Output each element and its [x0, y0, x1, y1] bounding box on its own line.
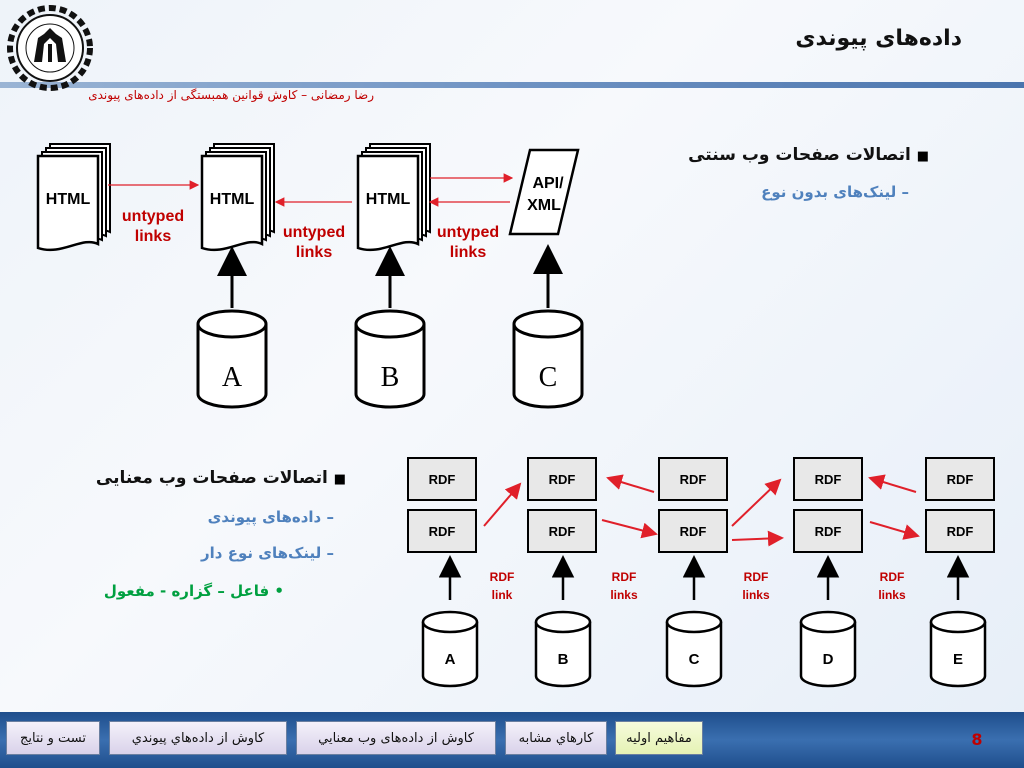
untyped-label: untyped [437, 224, 499, 241]
rdf-link-label: RDF [612, 570, 637, 584]
db-label: C [689, 651, 700, 668]
bullet-text: اتصالات صفحات وب سنتی [688, 145, 911, 165]
bullet-square-icon: ■ [333, 472, 346, 487]
rdf-node: RDF [793, 509, 863, 553]
rdf-node: RDF [527, 509, 597, 553]
rdf-label: RDF [429, 472, 456, 487]
bullet-square-icon: ■ [916, 149, 929, 164]
rdf-node: RDF [407, 457, 477, 501]
links-label: links [450, 244, 487, 261]
database-a-icon: A [196, 309, 268, 409]
database-c-icon: C [665, 610, 723, 688]
rdf-link-label: link [492, 588, 513, 602]
dash-icon: – [326, 544, 335, 562]
rdf-label: RDF [947, 524, 974, 539]
rdf-link-arrow [731, 478, 782, 527]
database-a-icon: A [421, 610, 479, 688]
rdf-label: RDF [815, 524, 842, 539]
dash-icon: – [326, 508, 335, 526]
rdf-link-label: links [878, 588, 906, 602]
rdf-link-label: links [742, 588, 770, 602]
rdf-link-label: RDF [744, 570, 769, 584]
tab-linked-data-mining[interactable]: کاوش از داده‌هاي پيوندي [109, 721, 287, 755]
tab-test-results[interactable]: تست و نتایج [6, 721, 100, 755]
untyped-label: untyped [283, 224, 345, 241]
database-b-icon: B [534, 610, 592, 688]
dash-icon: – [901, 183, 910, 201]
rdf-label: RDF [947, 472, 974, 487]
rdf-node: RDF [407, 509, 477, 553]
rdf-node: RDF [793, 457, 863, 501]
rdf-label: RDF [680, 524, 707, 539]
university-logo-icon [7, 5, 93, 91]
sub-bullet-text: فاعل – گزاره - مفعول [103, 582, 270, 600]
html-document-1: HTML [36, 142, 112, 252]
untyped-label: untyped [122, 208, 184, 225]
rdf-link-arrow [601, 519, 658, 539]
bullet-traditional-web: ■ اتصالات صفحات وب سنتی [688, 145, 929, 165]
api-label: API/ [532, 175, 564, 192]
db-label: A [445, 651, 456, 668]
sub-bullet-untyped-links: – لینک‌های بدون نوع [761, 183, 909, 201]
bullet-text: اتصالات صفحات وب معنایی [95, 468, 328, 488]
tab-basic-concepts[interactable]: مفاهیم اولیه [615, 721, 703, 755]
rdf-label: RDF [680, 472, 707, 487]
html-document-3: HTML [356, 142, 432, 252]
rdf-node: RDF [925, 457, 995, 501]
html-document-2: HTML [200, 142, 276, 252]
html-label: HTML [210, 191, 255, 208]
rdf-label: RDF [815, 472, 842, 487]
tab-semantic-web-mining[interactable]: کاوش از داده‌های وب معنايي [296, 721, 496, 755]
traditional-web-diagram: HTML HTML HTML API/ XML untyped links un… [36, 142, 584, 409]
rdf-link-arrow [606, 474, 655, 493]
rdf-node: RDF [658, 457, 728, 501]
rdf-label: RDF [429, 524, 456, 539]
db-label: B [381, 362, 400, 393]
rdf-link-label: links [610, 588, 638, 602]
rdf-link-arrow [868, 474, 917, 493]
html-label: HTML [366, 191, 411, 208]
rdf-label: RDF [549, 472, 576, 487]
db-label: C [539, 362, 558, 393]
database-e-icon: E [929, 610, 987, 688]
sub-bullet-typed-links: – لینک‌های نوع دار [201, 544, 334, 562]
sub-bullet-text: لینک‌های نوع دار [201, 544, 322, 562]
database-c-icon: C [512, 309, 584, 409]
rdf-label: RDF [549, 524, 576, 539]
sub-bullet-linked-data: – داده‌های پیوندی [208, 508, 334, 526]
slide-subtitle: رضا رمضانی – کاوش قوانین همبستگی از داده… [88, 88, 374, 102]
rdf-node: RDF [658, 509, 728, 553]
db-label: A [222, 362, 243, 393]
rdf-link-arrow [483, 482, 522, 527]
rdf-link-label: RDF [880, 570, 905, 584]
rdf-node: RDF [527, 457, 597, 501]
rdf-link-label: RDF [490, 570, 515, 584]
rdf-link-arrow [869, 521, 920, 540]
dot-icon: • [274, 582, 284, 600]
sub-bullet-text: لینک‌های بدون نوع [761, 183, 897, 201]
page-number: 8 [971, 730, 983, 749]
db-label: D [823, 651, 834, 668]
header-band [0, 82, 1024, 88]
links-label: links [135, 228, 172, 245]
api-xml-document: API/ XML [508, 148, 580, 236]
database-b-icon: B [354, 309, 426, 409]
database-d-icon: D [799, 610, 857, 688]
sub-sub-bullet-triple: • فاعل – گزاره - مفعول [104, 582, 284, 600]
rdf-link-arrow [731, 530, 784, 547]
tab-related-work[interactable]: کارهاي مشابه [505, 721, 607, 755]
xml-label: XML [527, 197, 561, 214]
db-label: E [953, 651, 963, 668]
bullet-semantic-web: ■ اتصالات صفحات وب معنایی [96, 468, 346, 488]
html-label: HTML [46, 191, 91, 208]
rdf-node: RDF [925, 509, 995, 553]
links-label: links [296, 244, 333, 261]
db-label: B [558, 651, 569, 668]
slide-title: داده‌های پیوندی [795, 26, 962, 51]
sub-bullet-text: داده‌های پیوندی [207, 508, 322, 526]
